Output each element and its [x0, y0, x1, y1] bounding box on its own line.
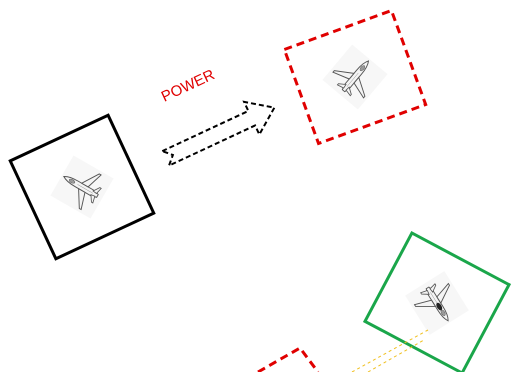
match-image-frame: [362, 231, 512, 372]
power-label: POWER: [159, 66, 218, 105]
power-arrow-shape: [159, 100, 276, 168]
partial-red-frame: [257, 346, 320, 372]
source-frame-border: [8, 113, 156, 261]
target-frame-border: [282, 8, 428, 146]
fighter-jet-icon: [404, 270, 470, 336]
guide-lines: [351, 329, 429, 372]
power-arrow: [159, 100, 276, 168]
target-image-frame: [282, 8, 428, 146]
source-image-frame: [8, 113, 156, 261]
match-frame-border: [362, 231, 512, 372]
